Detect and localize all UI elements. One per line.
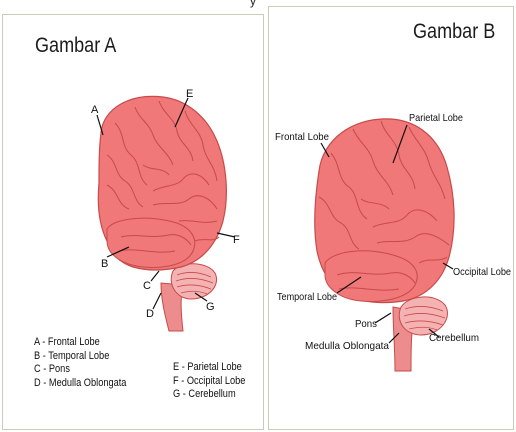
label-a-cerebellum: G	[206, 301, 215, 313]
label-a-occipital: F	[233, 234, 240, 246]
legend-left: A - Frontal Lobe B - Temporal Lobe C - P…	[34, 336, 126, 390]
legend-item-g: G - Cerebellum	[173, 388, 245, 402]
temporal-lobe-b	[325, 251, 417, 302]
legend-item-f: F - Occipital Lobe	[173, 375, 245, 389]
label-a-parietal: E	[186, 88, 193, 100]
label-b-cerebellum: Cerebellum	[429, 332, 479, 344]
legend-item-c: C - Pons	[34, 363, 126, 377]
cropped-text: y	[250, 0, 256, 8]
figure-panel-a: Gambar A	[2, 14, 264, 430]
brain-diagram-b: Frontal Lobe Parietal Lobe Occipital Lob…	[269, 7, 515, 431]
label-b-temporal: Temporal Lobe	[277, 291, 337, 303]
figure-panel-b: Gambar B	[268, 6, 514, 430]
legend-item-b: B - Temporal Lobe	[34, 350, 126, 364]
temporal-lobe-a	[107, 218, 195, 267]
label-b-medulla: Medulla Oblongata	[305, 340, 389, 352]
legend-item-d: D - Medulla Oblongata	[34, 377, 126, 391]
cerebellum-b	[399, 297, 447, 335]
label-b-frontal: Frontal Lobe	[275, 131, 329, 143]
label-b-parietal: Parietal Lobe	[409, 112, 463, 124]
label-a-frontal: A	[91, 104, 99, 116]
label-a-temporal: B	[101, 258, 108, 270]
label-a-medulla: D	[146, 308, 154, 320]
cerebellum-a	[171, 264, 216, 299]
legend-item-a: A - Frontal Lobe	[34, 336, 126, 350]
label-b-occipital: Occipital Lobe	[453, 266, 511, 278]
legend-right: E - Parietal Lobe F - Occipital Lobe G -…	[173, 361, 245, 402]
brain-diagram-a: A B C D E F G	[3, 15, 265, 335]
legend-item-e: E - Parietal Lobe	[173, 361, 245, 375]
label-b-pons: Pons	[355, 318, 377, 330]
label-a-pons: C	[143, 280, 151, 292]
